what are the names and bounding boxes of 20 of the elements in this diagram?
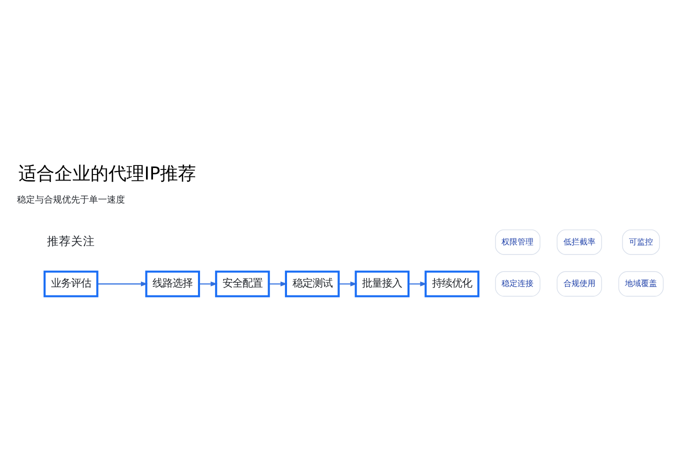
- arrow: [199, 282, 218, 286]
- node-box: 持续优化: [424, 270, 480, 298]
- arrow: [408, 282, 428, 286]
- label: 推荐关注: [46, 234, 95, 248]
- diagram-title: 适合企业的代理IP推荐: [18, 164, 196, 185]
- node-box: 线路选择: [145, 270, 200, 298]
- arrow: [268, 282, 288, 286]
- node-box: 稳定测试: [284, 270, 340, 298]
- node-box: 低拦截率: [556, 230, 602, 255]
- arrow: [338, 282, 358, 286]
- node-box: 批量接入: [354, 270, 410, 298]
- node-box: 稳定连接: [495, 271, 540, 297]
- arrow: [97, 282, 148, 286]
- node-box: 权限管理: [495, 230, 540, 255]
- node-box: 可监控: [622, 230, 660, 255]
- node-box: 地域覆盖: [618, 271, 664, 297]
- node-box: 安全配置: [215, 270, 270, 298]
- label: 稳定与合规优先于单一速度: [16, 196, 125, 206]
- node-box: 合规使用: [556, 271, 602, 297]
- node-box: 业务评估: [44, 270, 98, 298]
